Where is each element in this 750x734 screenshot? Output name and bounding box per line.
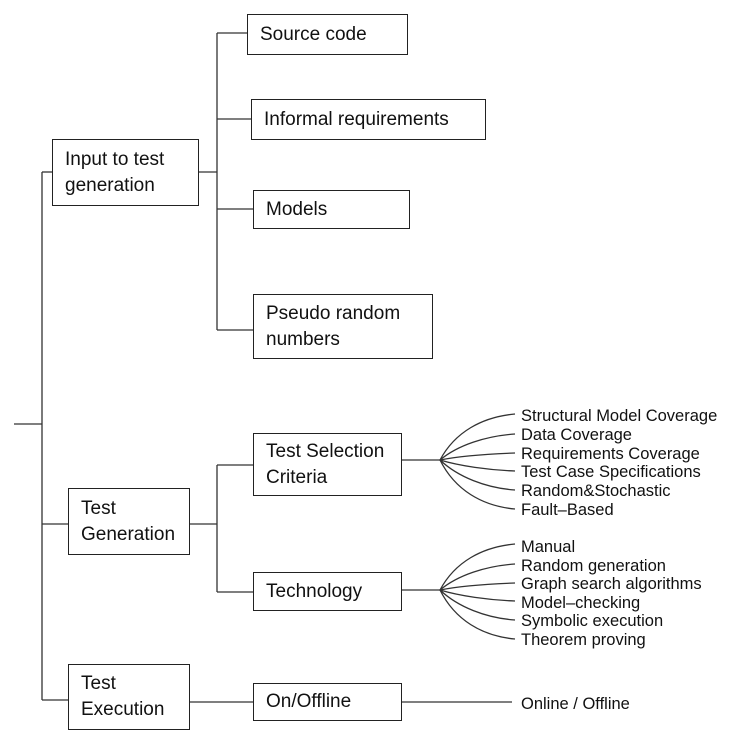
pseudo-random-label-line2: numbers	[266, 328, 340, 350]
models-label: Models	[266, 198, 328, 220]
technology-node: Technology	[253, 572, 402, 611]
test-generation-label-line1: Test	[81, 497, 116, 519]
test-execution-label-line2: Execution	[81, 699, 165, 720]
test-generation-node: Test Generation	[68, 488, 190, 555]
source-code-label: Source code	[260, 23, 367, 45]
criteria-leaf: Random&Stochastic	[521, 482, 671, 500]
informal-requirements-node: Informal requirements	[251, 99, 486, 140]
technology-leaf: Graph search algorithms	[521, 575, 702, 593]
technology-leaf: Theorem proving	[521, 631, 646, 649]
technology-leaf: Random generation	[521, 557, 666, 575]
criteria-leaf: Requirements Coverage	[521, 445, 700, 463]
models-node: Models	[253, 190, 410, 229]
criteria-label-line2: Criteria	[266, 466, 328, 488]
criteria-label-line1: Test Selection	[266, 440, 385, 462]
source-code-node: Source code	[247, 14, 408, 55]
input-to-test-generation-node: Input to test generation	[52, 139, 199, 206]
pseudo-random-label-line1: Pseudo random	[266, 302, 401, 324]
on-offline-label: On/Offline	[266, 691, 352, 712]
online-offline-leaf: Online / Offline	[521, 695, 630, 713]
informal-requirements-label: Informal requirements	[264, 108, 449, 130]
criteria-leaf: Fault–Based	[521, 501, 614, 519]
technology-label: Technology	[266, 580, 363, 602]
pseudo-random-numbers-node: Pseudo random numbers	[253, 294, 433, 359]
test-selection-criteria-node: Test Selection Criteria	[253, 433, 402, 496]
input-label-line2: generation	[65, 174, 155, 196]
on-offline-node: On/Offline	[253, 683, 402, 721]
test-execution-node: Test Execution	[68, 664, 190, 730]
criteria-leaf: Test Case Specifications	[521, 463, 701, 481]
test-generation-label-line2: Generation	[81, 523, 176, 545]
input-label-line1: Input to test	[65, 148, 165, 170]
criteria-leaf: Data Coverage	[521, 426, 632, 444]
technology-leaf: Model–checking	[521, 594, 641, 612]
technology-leaf: Symbolic execution	[521, 612, 664, 630]
technology-leaf: Manual	[521, 538, 576, 556]
criteria-leaf: Structural Model Coverage	[521, 407, 718, 425]
test-execution-label-line1: Test	[81, 673, 116, 694]
